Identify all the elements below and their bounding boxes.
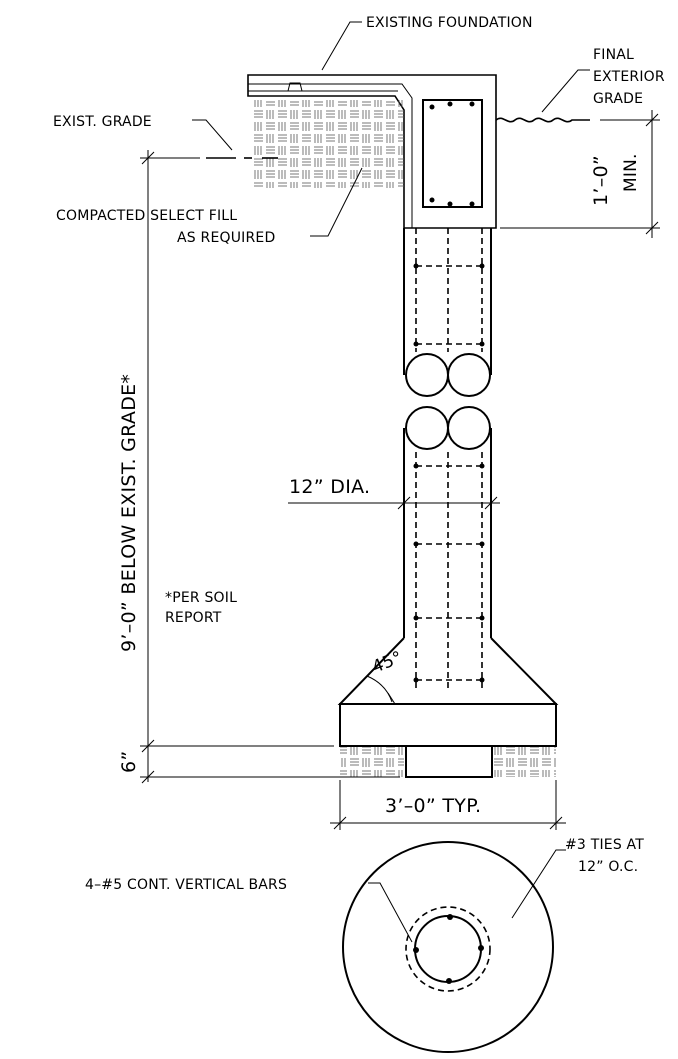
label-final-grade-line3: GRADE	[593, 91, 643, 107]
label-depth-below-grade: 9’–0” BELOW EXIST. GRADE*	[118, 374, 140, 652]
leader-existing-foundation	[321, 21, 362, 71]
tie-row	[413, 463, 485, 469]
label-final-grade-line1: FINAL	[593, 47, 634, 63]
label-exist-grade: EXIST. GRADE	[53, 114, 152, 130]
label-footing-width: 3’–0” TYP.	[385, 795, 481, 817]
leader-exist-grade	[192, 119, 233, 151]
diameter-dimension	[288, 496, 500, 510]
label-existing-foundation: EXISTING FOUNDATION	[366, 15, 533, 31]
label-min-depth-line2: MIN.	[621, 153, 641, 192]
compacted-fill-area	[252, 100, 404, 188]
label-base-depth: 6”	[118, 750, 140, 773]
label-min-depth-line1: 1’–0”	[590, 155, 612, 206]
tie-row	[413, 541, 485, 547]
pier-plan-section	[342, 841, 554, 1053]
leader-final-grade	[541, 69, 590, 113]
final-exterior-grade-line	[495, 117, 590, 123]
label-compacted-fill-line2: AS REQUIRED	[177, 230, 275, 246]
tie-row	[413, 341, 485, 347]
leader-vertical-bars	[368, 882, 413, 943]
min-depth-dimension	[500, 110, 660, 238]
leader-ties	[511, 849, 566, 919]
label-ties-line1: #3 TIES AT	[565, 837, 644, 853]
footing-width-dimension	[330, 780, 566, 830]
tie-row	[413, 263, 485, 269]
label-diameter: 12” DIA.	[289, 476, 370, 498]
base-fill-left	[340, 747, 404, 777]
depth-below-grade-dimension	[140, 150, 400, 784]
label-final-grade-line2: EXTERIOR	[593, 69, 665, 85]
label-soil-report-line1: *PER SOIL	[165, 590, 237, 606]
pier-rebar-cage	[413, 228, 485, 690]
label-soil-report-line2: REPORT	[165, 610, 222, 626]
angle-arc	[366, 675, 393, 703]
leader-compacted-fill	[310, 167, 363, 237]
base-fill-right	[494, 747, 556, 777]
label-vertical-bars: 4–#5 CONT. VERTICAL BARS	[85, 877, 287, 893]
label-angle: 45°	[369, 648, 405, 678]
pier-shaft	[337, 228, 559, 778]
tie-row	[413, 615, 485, 621]
tie-row	[413, 677, 485, 683]
label-compacted-fill-line1: COMPACTED SELECT FILL	[56, 208, 237, 224]
label-ties-line2: 12” O.C.	[578, 859, 638, 875]
